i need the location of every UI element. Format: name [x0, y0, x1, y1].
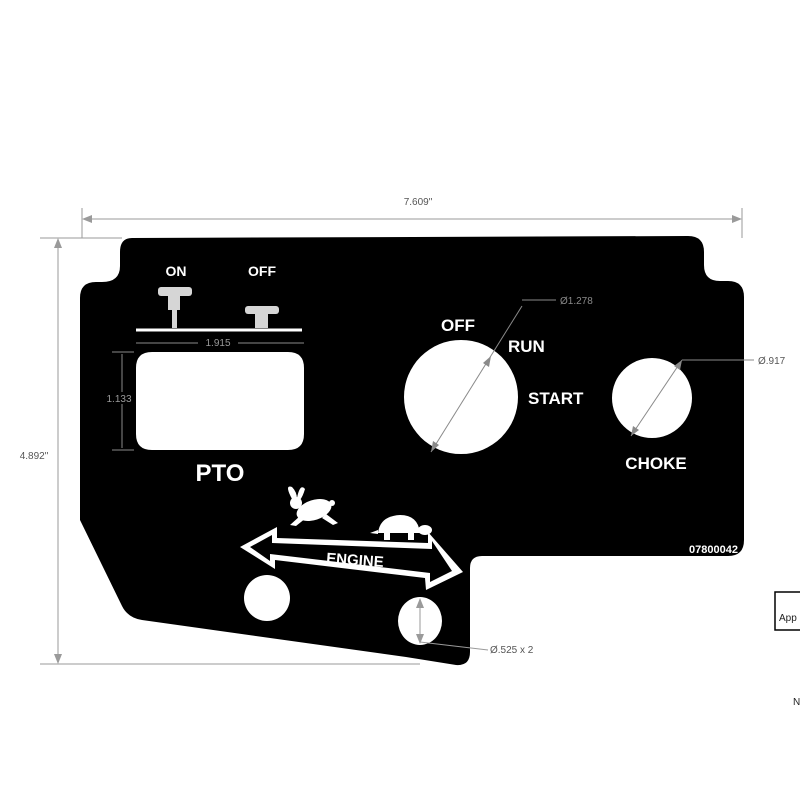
pto-on-knob [158, 287, 192, 328]
rabbit-icon [288, 486, 338, 526]
engine-hole-dimension: Ø.525 x 2 [416, 598, 534, 656]
engine-arrow [240, 527, 463, 590]
pto-off-knob [245, 306, 279, 328]
pto-width-label: 1.915 [205, 338, 230, 349]
choke-hole-dimension: Ø.917 [630, 356, 786, 437]
title-block-text-2: N [793, 697, 800, 708]
key-off-label: OFF [441, 316, 475, 335]
pto-height-dimension: 1.133 [102, 351, 136, 451]
choke-hole-label: Ø.917 [758, 356, 786, 367]
engine-label: ENGINE [326, 550, 385, 571]
turtle-icon [370, 515, 432, 540]
pto-on-label: ON [166, 263, 187, 279]
width-dimension: 7.609" [81, 197, 743, 238]
pto-switch-graphic [136, 287, 302, 332]
pto-off-label: OFF [248, 263, 276, 279]
height-dimension: 4.892" [12, 237, 420, 665]
key-start-label: START [528, 389, 584, 408]
key-run-label: RUN [508, 337, 545, 356]
pto-height-label: 1.133 [106, 394, 131, 405]
pto-label: PTO [196, 460, 245, 487]
pto-width-dimension: 1.915 [136, 337, 304, 349]
title-block-text: App [779, 613, 797, 624]
engine-hole-label: Ø.525 x 2 [490, 645, 534, 656]
key-hole-dimension: Ø1.278 [430, 296, 593, 453]
choke-label: CHOKE [625, 454, 686, 473]
key-hole-label: Ø1.278 [560, 296, 593, 307]
height-dimension-label: 4.892" [20, 451, 49, 462]
width-dimension-label: 7.609" [404, 197, 433, 208]
part-number: 07800042 [689, 544, 738, 556]
title-block-fragment: App N [774, 591, 800, 708]
